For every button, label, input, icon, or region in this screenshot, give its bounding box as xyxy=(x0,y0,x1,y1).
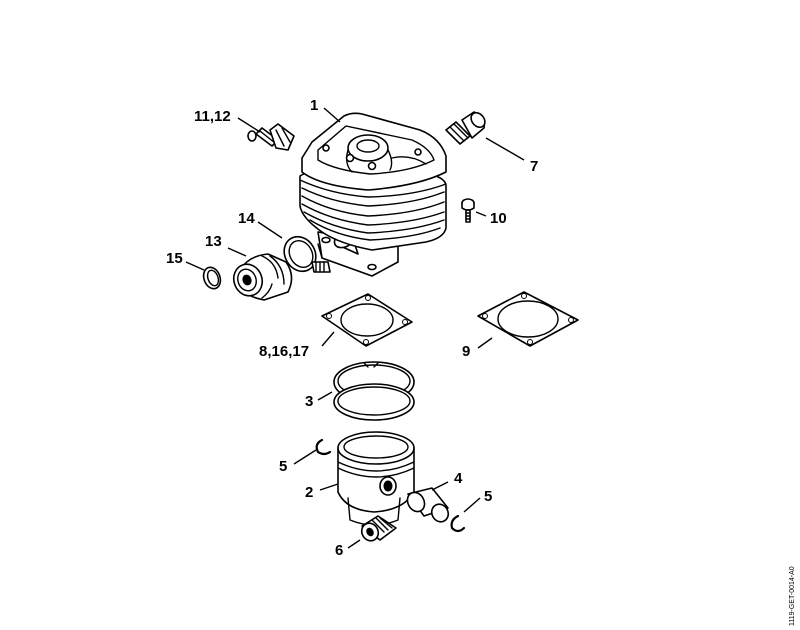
callout-5-left: 5 xyxy=(279,458,287,475)
callout-4: 4 xyxy=(454,470,463,487)
piston xyxy=(337,431,415,526)
callout-labels: 1 11,12 7 10 14 13 15 8,16,17 9 3 5 2 4 … xyxy=(166,97,538,559)
callout-11-12: 11,12 xyxy=(194,108,231,125)
callout-14: 14 xyxy=(238,210,255,227)
callout-8-16-17: 8,16,17 xyxy=(259,343,309,360)
piston-rings xyxy=(333,361,415,421)
needle-cage xyxy=(360,515,397,542)
cylinder xyxy=(299,112,447,277)
callout-1: 1 xyxy=(310,97,318,114)
circlip-left xyxy=(315,438,332,456)
intake-manifold xyxy=(232,253,293,301)
base-gasket xyxy=(477,291,579,347)
callout-2: 2 xyxy=(305,484,313,501)
circlip-right xyxy=(450,514,466,533)
callout-10: 10 xyxy=(490,210,507,227)
screw-plug xyxy=(445,111,486,145)
callout-5-right: 5 xyxy=(484,488,492,505)
callout-7: 7 xyxy=(530,158,538,175)
hose-clamp xyxy=(283,235,331,273)
screw xyxy=(461,198,475,223)
leader-lines xyxy=(185,107,525,549)
decompression-valve xyxy=(247,123,295,151)
callout-3: 3 xyxy=(305,393,313,410)
ring xyxy=(202,266,222,290)
callout-9: 9 xyxy=(462,343,470,360)
piston-pin xyxy=(406,487,450,523)
cylinder-gasket xyxy=(321,293,413,347)
callout-15: 15 xyxy=(166,250,183,267)
callout-13: 13 xyxy=(205,233,222,250)
callout-6: 6 xyxy=(335,542,343,559)
reference-code: 1119-GET-0014-A0 xyxy=(789,566,796,626)
